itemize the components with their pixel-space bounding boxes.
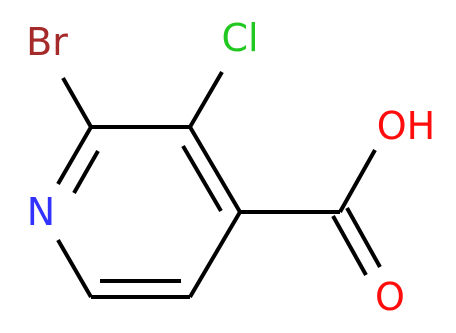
bond-c3-cl [188, 70, 224, 129]
bond-c-o-double-2 [331, 215, 368, 276]
bond-c-o-double-1 [345, 207, 382, 268]
bond-c2-br [61, 77, 93, 128]
bond-c-oh [338, 149, 377, 213]
nitrogen-label: N [27, 190, 55, 234]
carbonyl-oxygen-label: O [375, 275, 405, 319]
bond-c6-n1 [56, 238, 93, 299]
bond-c3-c4-inner [181, 144, 223, 213]
bond-n1-c2-inner [72, 150, 100, 194]
bond-c3-c4 [188, 125, 242, 214]
bond-c4-c5 [188, 210, 242, 299]
hydroxyl-label: OH [377, 104, 435, 148]
bromine-label: Br [26, 20, 68, 64]
bond-n1-c2 [56, 125, 93, 186]
chlorine-label: Cl [221, 16, 258, 60]
